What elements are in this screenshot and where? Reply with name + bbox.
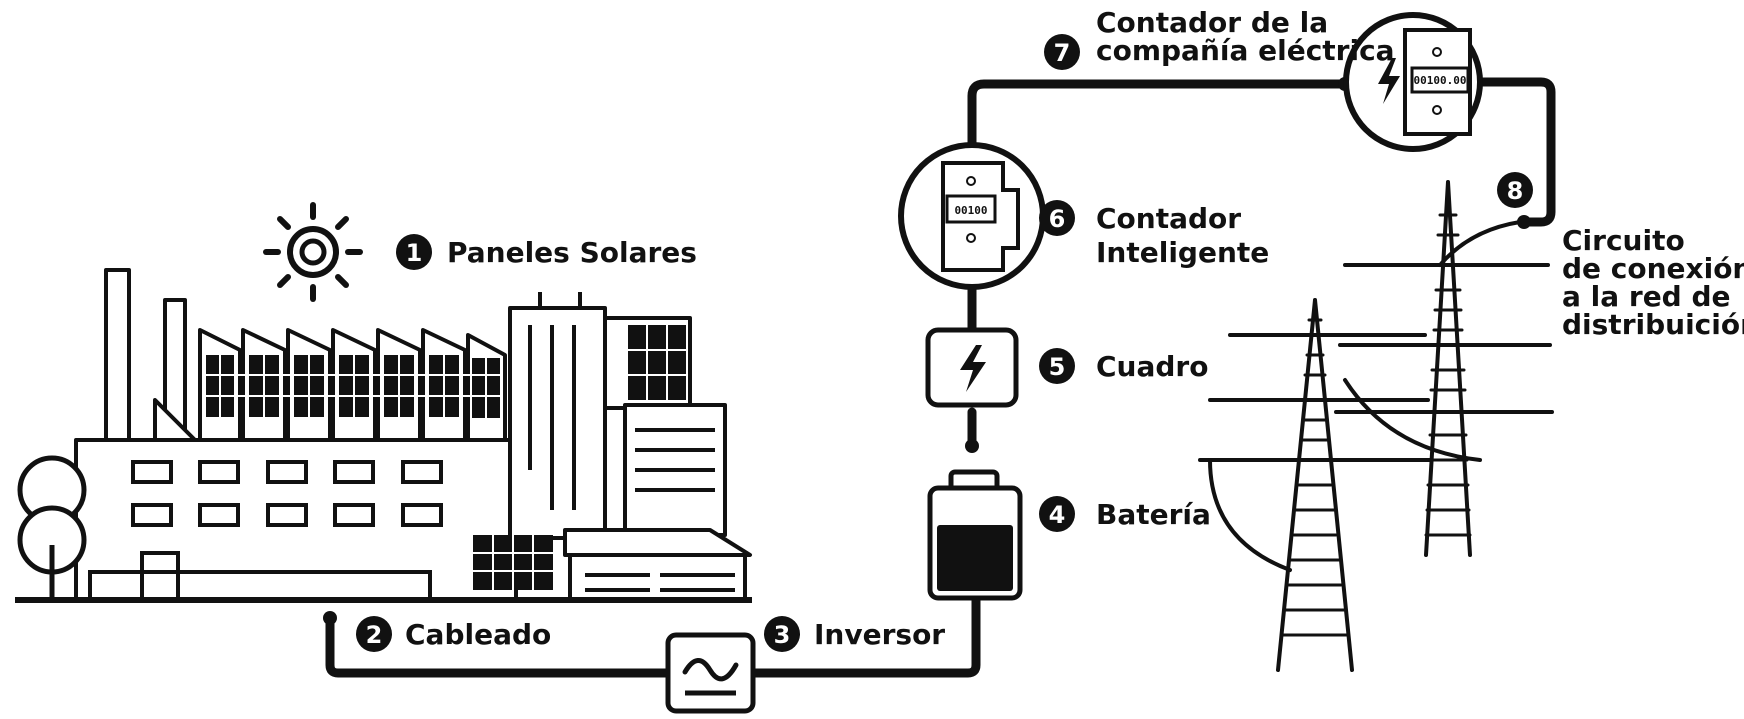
breaker-box-icon: [925, 327, 1019, 408]
smart-meter-reading: 00100: [954, 204, 987, 217]
label-bateria: 4 Batería: [1039, 496, 1211, 532]
inverter-icon: [665, 632, 756, 714]
svg-text:1: 1: [406, 239, 423, 267]
label-cuadro: 5 Cuadro: [1039, 348, 1208, 384]
svg-text:2: 2: [366, 621, 383, 649]
utility-meter-icon: 00100.00: [1343, 12, 1483, 152]
svg-text:3: 3: [774, 621, 791, 649]
svg-text:a la red de: a la red de: [1562, 280, 1731, 313]
utility-meter-reading: 00100.00: [1414, 74, 1467, 87]
svg-text:4: 4: [1049, 501, 1066, 529]
svg-text:distribuición: distribuición: [1562, 308, 1744, 341]
svg-text:Inversor: Inversor: [814, 618, 945, 651]
svg-text:Cableado: Cableado: [405, 618, 551, 651]
battery-icon: [927, 469, 1023, 601]
label-paneles-solares: 1 Paneles Solares: [396, 234, 697, 270]
label-contador-compania: 7 Contador de la compañía eléctrica: [1044, 6, 1395, 70]
svg-text:Batería: Batería: [1096, 498, 1211, 531]
svg-text:8: 8: [1507, 177, 1524, 205]
cable-utility-to-grid: [1477, 77, 1556, 227]
label-contador-inteligente: 6 Contador Inteligente: [1039, 200, 1269, 269]
svg-text:Contador: Contador: [1096, 202, 1241, 235]
cable-inverter-to-battery: [750, 591, 981, 678]
svg-text:7: 7: [1054, 39, 1071, 67]
cable-factory-to-inverter: [325, 613, 673, 678]
battery-charge-level: [937, 525, 1013, 591]
svg-text:compañía eléctrica: compañía eléctrica: [1096, 34, 1395, 67]
cable-end-battery: [965, 439, 979, 453]
svg-text:5: 5: [1049, 353, 1066, 381]
svg-text:de conexión: de conexión: [1562, 252, 1744, 285]
sun-icon: [263, 202, 363, 302]
svg-text:Contador de la: Contador de la: [1096, 6, 1328, 39]
svg-text:Circuito: Circuito: [1562, 224, 1685, 257]
panel-grid-lines: [206, 325, 686, 590]
cable-end-grid: [1517, 215, 1531, 229]
svg-text:Inteligente: Inteligente: [1096, 236, 1269, 269]
label-cableado: 2 Cableado: [356, 616, 551, 652]
svg-text:Paneles Solares: Paneles Solares: [447, 236, 697, 269]
cable-meter-to-utility: [967, 79, 1350, 167]
label-inversor: 3 Inversor: [764, 616, 945, 652]
transmission-towers: [1198, 180, 1554, 672]
label-circuito: 8 Circuito de conexión a la red de distr…: [1497, 172, 1744, 341]
factory-building: [74, 268, 752, 602]
cable-end-left: [323, 611, 337, 625]
smart-meter-icon: 00100: [898, 142, 1046, 290]
svg-text:Cuadro: Cuadro: [1096, 350, 1208, 383]
factory-windows: [131, 460, 443, 527]
tree-icon: [17, 455, 87, 600]
svg-text:6: 6: [1049, 205, 1066, 233]
